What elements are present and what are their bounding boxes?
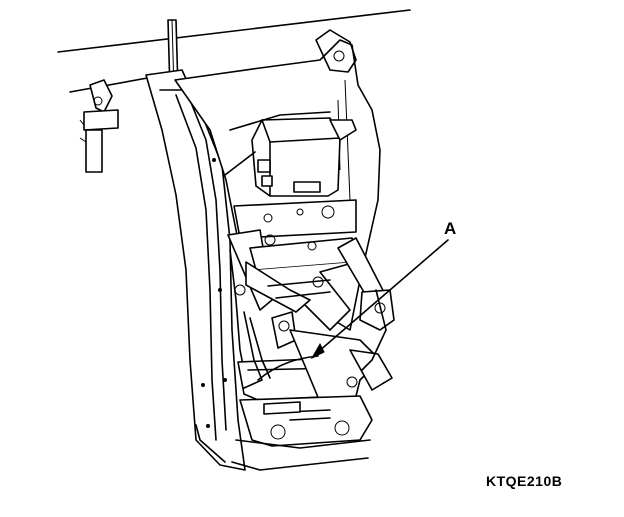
callout-leader [310, 239, 449, 360]
figure-id: KTQE210B [486, 473, 563, 489]
roof-line-upper [57, 9, 411, 53]
lower-box [237, 329, 393, 427]
callout-label: A [444, 219, 457, 238]
bottom-rail [195, 395, 373, 471]
left-bracket [79, 79, 119, 173]
control-module [224, 111, 357, 197]
